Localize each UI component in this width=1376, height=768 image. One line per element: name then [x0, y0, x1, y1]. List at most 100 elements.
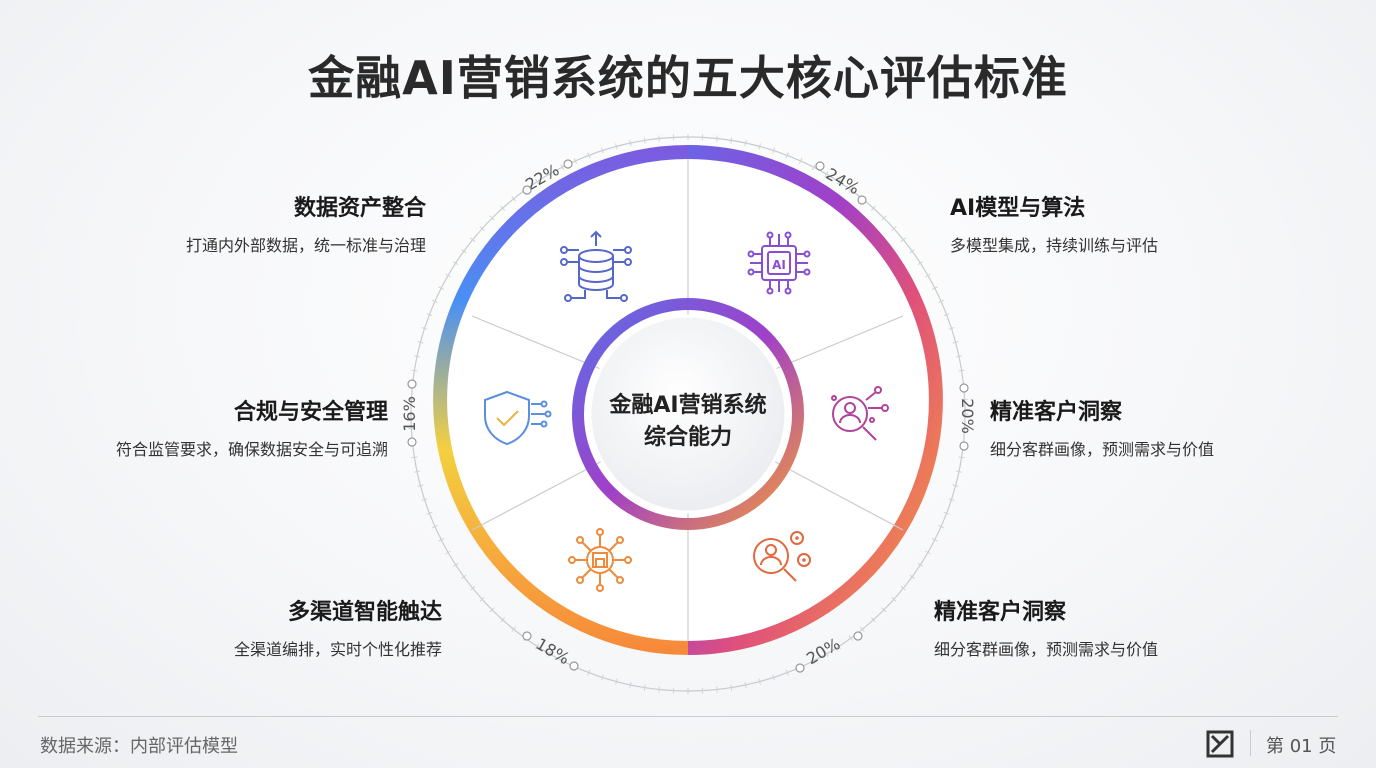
- scale-tick: [432, 299, 438, 304]
- scale-tick: [900, 237, 906, 242]
- scale-tick: [411, 456, 418, 459]
- scale-tick: [952, 484, 959, 487]
- scale-tick: [438, 537, 445, 542]
- scale-tick: [716, 135, 718, 142]
- center-disc: [588, 314, 788, 514]
- segment-heading: AI模型与算法: [950, 196, 1086, 221]
- brand-logo-icon: [1206, 730, 1234, 758]
- percent-label: 20%: [803, 634, 843, 668]
- segment-description: 多模型集成，持续训练与评估: [950, 236, 1159, 255]
- percent-label: 16%: [400, 396, 419, 432]
- customer-insight-icon: [753, 531, 811, 582]
- scale-tick: [891, 226, 897, 232]
- scale-tick: [900, 586, 906, 591]
- center-title-line1: 金融AI营销系统: [609, 393, 767, 418]
- scale-tick: [870, 617, 876, 623]
- channel-network-icon: [568, 528, 632, 592]
- scale-tick: [500, 205, 506, 211]
- scale-tick: [860, 626, 865, 632]
- scale-tick: [600, 147, 604, 154]
- segment-heading: 精准客户洞察: [990, 400, 1123, 425]
- scale-tick: [836, 178, 841, 185]
- scale-tick: [952, 341, 959, 344]
- scale-tick: [479, 596, 485, 602]
- footer-separator: [1250, 730, 1251, 756]
- scale-tick: [848, 635, 853, 641]
- scale-tick: [785, 669, 789, 676]
- scale-tick: [417, 484, 424, 487]
- scale-tick: [785, 152, 789, 159]
- segment-label-data-assets: 数据资产整合 打通内外部数据，统一标准与治理: [0, 190, 426, 256]
- segment-label-customer-insight: 精准客户洞察 细分客群画像，预测需求与价值: [990, 394, 1376, 460]
- scale-tick: [461, 574, 467, 579]
- scale-tick: [511, 196, 516, 202]
- scale-tick: [615, 143, 618, 150]
- scale-tick: [955, 355, 962, 358]
- scale-tick: [870, 205, 876, 211]
- segment-description: 打通内外部数据，统一标准与治理: [185, 236, 426, 255]
- scale-tick: [891, 596, 897, 602]
- scale-tick: [587, 669, 591, 676]
- segment-label-ai-model: AI模型与算法 多模型集成，持续训练与评估: [950, 190, 1376, 256]
- segment-description: 全渠道编排，实时个性化推荐: [233, 640, 442, 659]
- scale-tick: [744, 140, 747, 147]
- scale-tick: [411, 369, 418, 372]
- customer-search-icon: [831, 386, 889, 441]
- scale-tick: [560, 164, 565, 171]
- scale-tick: [452, 562, 459, 567]
- scale-tick: [445, 273, 451, 278]
- scale-tick: [716, 686, 718, 693]
- scale-tick: [445, 550, 451, 555]
- scale-tick: [587, 152, 591, 159]
- center-title-line2: 综合能力: [643, 425, 732, 450]
- scale-tick: [931, 537, 938, 542]
- segment-label-compliance: 合规与安全管理 符合监管要求，确保数据安全与可追溯: [0, 394, 388, 460]
- segment-heading: 数据资产整合: [293, 196, 426, 221]
- segment-label-customer-insight-2: 精准客户洞察 细分客群画像，预测需求与价值: [934, 594, 1374, 660]
- scale-tick: [938, 524, 944, 529]
- scale-tick: [758, 143, 761, 150]
- segment-heading: 多渠道智能触达: [287, 600, 442, 625]
- scale-tick: [909, 574, 915, 579]
- scale-tick: [836, 643, 841, 650]
- scale-tick: [643, 684, 646, 691]
- scale-tick: [438, 286, 445, 291]
- segment-description: 细分客群画像，预测需求与价值: [934, 640, 1159, 659]
- scale-tick: [426, 511, 433, 515]
- scale-tick: [772, 674, 776, 681]
- scale-tick: [955, 470, 962, 473]
- scale-tick: [943, 313, 950, 317]
- shield-check-icon: [484, 390, 552, 446]
- footer-divider: [38, 716, 1338, 717]
- scale-tick: [798, 158, 803, 164]
- scale-tick: [938, 299, 944, 304]
- percent-label: 20%: [958, 398, 977, 434]
- scale-tick: [824, 171, 829, 177]
- database-icon: [560, 230, 632, 302]
- scale-tick: [881, 215, 887, 221]
- scale-tick: [461, 249, 467, 254]
- scale-tick: [547, 171, 552, 177]
- scale-tick: [421, 326, 428, 330]
- scale-tick: [758, 678, 761, 685]
- scale-tick: [452, 261, 459, 266]
- data-source-note: 数据来源：内部评估模型: [40, 736, 238, 757]
- scale-tick: [925, 550, 931, 555]
- scale-tick: [643, 137, 646, 144]
- scale-tick: [414, 355, 421, 358]
- scale-tick: [615, 678, 618, 685]
- segment-description: 符合监管要求，确保数据安全与可追溯: [115, 440, 388, 459]
- gradient-ring-right: [687, 145, 943, 655]
- scale-tick: [600, 674, 604, 681]
- scale-tick: [811, 657, 816, 664]
- scale-tick: [470, 586, 476, 591]
- segment-label-multichannel: 多渠道智能触达 全渠道编排，实时个性化推荐: [2, 594, 442, 660]
- scale-tick: [535, 178, 540, 185]
- scale-tick: [417, 341, 424, 344]
- segment-heading: 精准客户洞察: [934, 600, 1067, 625]
- scale-tick: [573, 158, 578, 164]
- scale-tick: [730, 684, 733, 691]
- scale-tick: [744, 681, 747, 688]
- scale-tick: [479, 226, 485, 232]
- scale-tick: [535, 643, 540, 650]
